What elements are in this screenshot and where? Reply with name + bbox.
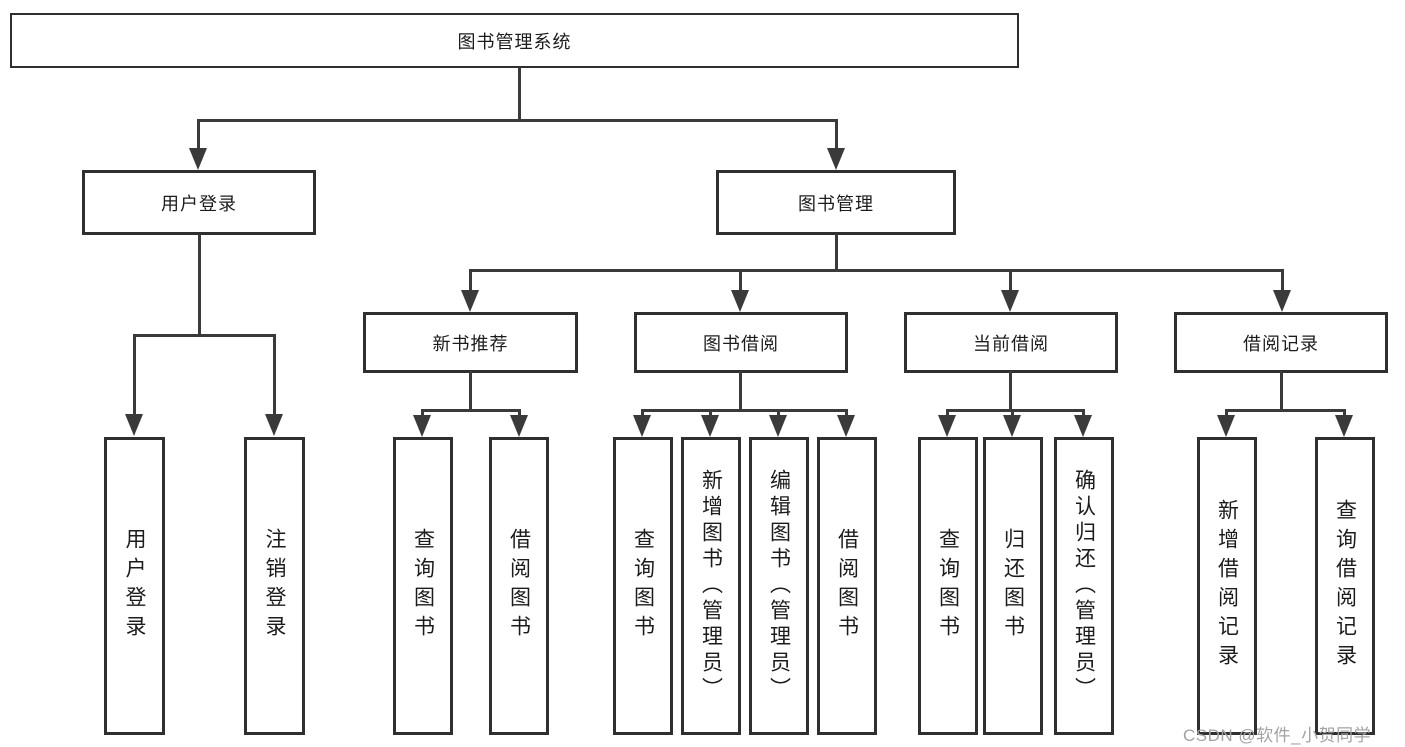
node-book-management: 图书管理 <box>716 170 956 235</box>
arrowhead <box>1003 415 1021 437</box>
line-vertical <box>421 409 424 418</box>
leaf-borrow-edit-book-label: 编辑图书（管理员） <box>767 469 791 703</box>
line-vertical <box>641 409 644 418</box>
line-vertical <box>197 119 200 150</box>
node-borrow-record: 借阅记录 <box>1174 312 1388 373</box>
leaf-current-query: 查询图书 <box>918 437 978 735</box>
line-vertical <box>133 334 136 415</box>
leaf-record-query: 查询借阅记录 <box>1315 437 1375 735</box>
arrowhead <box>837 415 855 437</box>
node-root: 图书管理系统 <box>10 13 1019 68</box>
arrowhead <box>827 148 845 170</box>
arrowhead <box>731 290 749 312</box>
line-vertical <box>1280 371 1283 412</box>
leaf-logout: 注销登录 <box>244 437 305 735</box>
leaf-current-return: 归还图书 <box>983 437 1043 735</box>
line-vertical <box>835 119 838 150</box>
leaf-record-query-label: 查询借阅记录 <box>1333 499 1357 673</box>
line-vertical <box>518 409 521 418</box>
leaf-current-confirm-return: 确认归还（管理员） <box>1054 437 1114 735</box>
line-vertical <box>845 409 848 418</box>
node-book-management-label: 图书管理 <box>798 193 874 214</box>
csdn-watermark: CSDN @软件_小贺同学 <box>1183 726 1372 745</box>
line-horizontal <box>469 269 1284 272</box>
arrowhead <box>1001 290 1019 312</box>
line-vertical <box>469 371 472 412</box>
arrowhead <box>769 415 787 437</box>
arrowhead <box>1273 290 1291 312</box>
arrowhead <box>510 415 528 437</box>
leaf-current-query-label: 查询图书 <box>936 528 960 644</box>
arrowhead <box>461 290 479 312</box>
leaf-newbook-borrow-label: 借阅图书 <box>507 528 531 644</box>
leaf-current-confirm-return-label: 确认归还（管理员） <box>1072 469 1096 703</box>
line-vertical <box>1009 269 1012 292</box>
line-vertical <box>1011 409 1014 418</box>
line-vertical <box>835 234 838 271</box>
line-vertical <box>946 409 949 418</box>
line-vertical <box>739 371 742 412</box>
line-horizontal <box>641 409 848 412</box>
line-vertical <box>1225 409 1228 418</box>
node-book-borrow-label: 图书借阅 <box>703 333 779 354</box>
leaf-newbook-query-label: 查询图书 <box>411 528 435 644</box>
leaf-borrow-query-label: 查询图书 <box>631 528 655 644</box>
node-book-borrow: 图书借阅 <box>634 312 848 373</box>
line-vertical <box>469 269 472 292</box>
leaf-newbook-borrow: 借阅图书 <box>489 437 549 735</box>
leaf-newbook-query: 查询图书 <box>393 437 453 735</box>
line-horizontal <box>197 119 838 122</box>
arrowhead <box>189 148 207 170</box>
arrowhead <box>125 414 143 436</box>
leaf-current-return-label: 归还图书 <box>1001 528 1025 644</box>
line-horizontal <box>421 409 521 412</box>
line-vertical <box>1343 409 1346 418</box>
arrowhead <box>1217 415 1235 437</box>
line-horizontal <box>1225 409 1346 412</box>
line-vertical <box>777 409 780 418</box>
leaf-borrow-add-book-label: 新增图书（管理员） <box>699 469 723 703</box>
node-new-book-recommend-label: 新书推荐 <box>432 333 509 354</box>
arrowhead <box>1074 415 1092 437</box>
leaf-borrow-borrow-book-label: 借阅图书 <box>835 528 859 644</box>
leaf-user-login: 用户登录 <box>104 437 165 735</box>
node-user-login: 用户登录 <box>82 170 316 235</box>
node-new-book-recommend: 新书推荐 <box>363 312 578 373</box>
node-borrow-record-label: 借阅记录 <box>1243 333 1319 354</box>
node-root-label: 图书管理系统 <box>457 31 572 52</box>
arrowhead <box>265 414 283 436</box>
line-vertical <box>1082 409 1085 418</box>
leaf-borrow-add-book: 新增图书（管理员） <box>681 437 741 735</box>
leaf-record-add-label: 新增借阅记录 <box>1215 499 1239 673</box>
line-horizontal <box>946 409 1085 412</box>
leaf-user-login-label: 用户登录 <box>123 528 146 644</box>
node-user-login-label: 用户登录 <box>161 193 237 214</box>
leaf-record-add: 新增借阅记录 <box>1197 437 1257 735</box>
arrowhead <box>413 415 431 437</box>
arrowhead <box>938 415 956 437</box>
arrowhead <box>701 415 719 437</box>
line-vertical <box>1009 371 1012 412</box>
arrowhead <box>1335 415 1353 437</box>
line-vertical <box>709 409 712 418</box>
line-horizontal <box>133 334 276 337</box>
leaf-borrow-edit-book: 编辑图书（管理员） <box>749 437 809 735</box>
leaf-logout-label: 注销登录 <box>263 528 286 644</box>
line-vertical <box>273 334 276 415</box>
arrowhead <box>633 415 651 437</box>
line-vertical <box>198 234 201 336</box>
leaf-borrow-query: 查询图书 <box>613 437 673 735</box>
node-current-borrow: 当前借阅 <box>904 312 1118 373</box>
node-current-borrow-label: 当前借阅 <box>973 333 1049 354</box>
line-vertical <box>739 269 742 292</box>
line-vertical <box>1281 269 1284 292</box>
line-vertical <box>518 67 521 120</box>
leaf-borrow-borrow-book: 借阅图书 <box>817 437 877 735</box>
